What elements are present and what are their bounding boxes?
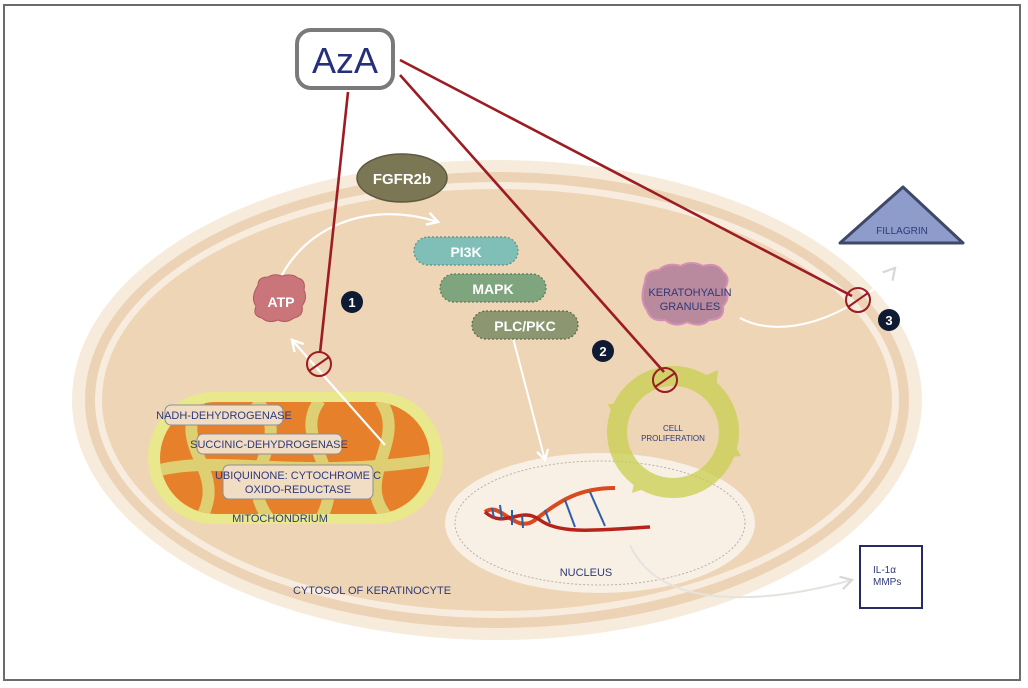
fillagrin-label: FILLAGRIN [876,226,928,237]
cell-proliferation-label-1: CELL [663,424,684,433]
enzyme-ubiquinone-text-1: UBIQUINONE: CYTOCHROME C [215,470,381,482]
cell-cycle-arrows [607,366,741,498]
cell-proliferation-label-2: PROLIFERATION [641,434,705,443]
inhibit-symbol-2-icon [652,367,678,393]
inhibition-lines [318,58,853,373]
enzyme-label-nadh: NADH-DEHYDROGENASE [156,404,292,426]
atp-label: ATP [268,294,295,310]
enzyme-nadh-text: NADH-DEHYDROGENASE [156,410,292,422]
dna-helix-icon [483,486,651,533]
mitochondrion-label: MITOCHONDRIUM [232,513,328,525]
nucleus-to-output-arrow [629,544,855,599]
inhibition-line-2 [399,74,665,373]
enzyme-ubiquinone-text-2: OXIDO-REDUCTASE [245,484,351,496]
step-badge-2: 2 [592,340,614,362]
plc-to-nucleus-arrow [512,337,550,463]
step-3-number: 3 [885,313,892,328]
enzyme-label-succinic: SUCCINIC-DEHYDROGENASE [190,433,348,455]
mito-to-atp-arrow [290,338,386,446]
keratohyalin-label-1: KERATOHYALIN [648,287,731,299]
fgfr2b-receptor: FGFR2b [356,153,448,203]
inhibition-line-1 [318,91,350,354]
inhibit-symbol-1-icon [306,351,332,377]
plc-pkc-label: PLC/PKC [494,318,555,334]
aza-drug-box: AzA [295,28,395,90]
mapk-label: MAPK [472,281,513,297]
step-badge-1: 1 [341,291,363,313]
step-1-number: 1 [348,295,355,310]
il1a-mmps-box: IL-1α MMPs [859,545,923,609]
il1a-label: IL-1α [873,565,896,576]
enzyme-succinic-text: SUCCINIC-DEHYDROGENASE [190,439,348,451]
step-2-number: 2 [599,344,606,359]
mapk-node: MAPK [439,273,547,303]
fgfr2b-label: FGFR2b [373,171,431,188]
step-badge-3: 3 [878,309,900,331]
inhibition-line-3 [399,58,853,298]
keratohyalin-to-fillagrin-arrow [739,266,897,328]
cytosol-label: CYTOSOL OF KERATINOCYTE [293,585,451,597]
inhibit-symbol-3-icon [845,287,871,313]
aza-label: AzA [312,40,378,81]
plc-pkc-node: PLC/PKC [471,310,579,340]
keratohyalin-granules: KERATOHYALIN GRANULES [641,262,732,326]
atp-node: ATP [252,274,307,323]
enzyme-label-ubiquinone: UBIQUINONE: CYTOCHROME C OXIDO-REDUCTASE [215,464,381,500]
atp-to-pi3k-arrow [273,211,441,291]
keratohyalin-label-2: GRANULES [660,301,721,313]
mmps-label: MMPs [873,577,901,588]
pi3k-label: PI3K [450,244,481,260]
fillagrin-node: FILLAGRIN [838,185,965,245]
pi3k-node: PI3K [413,236,519,266]
nucleus-label: NUCLEUS [560,567,613,579]
